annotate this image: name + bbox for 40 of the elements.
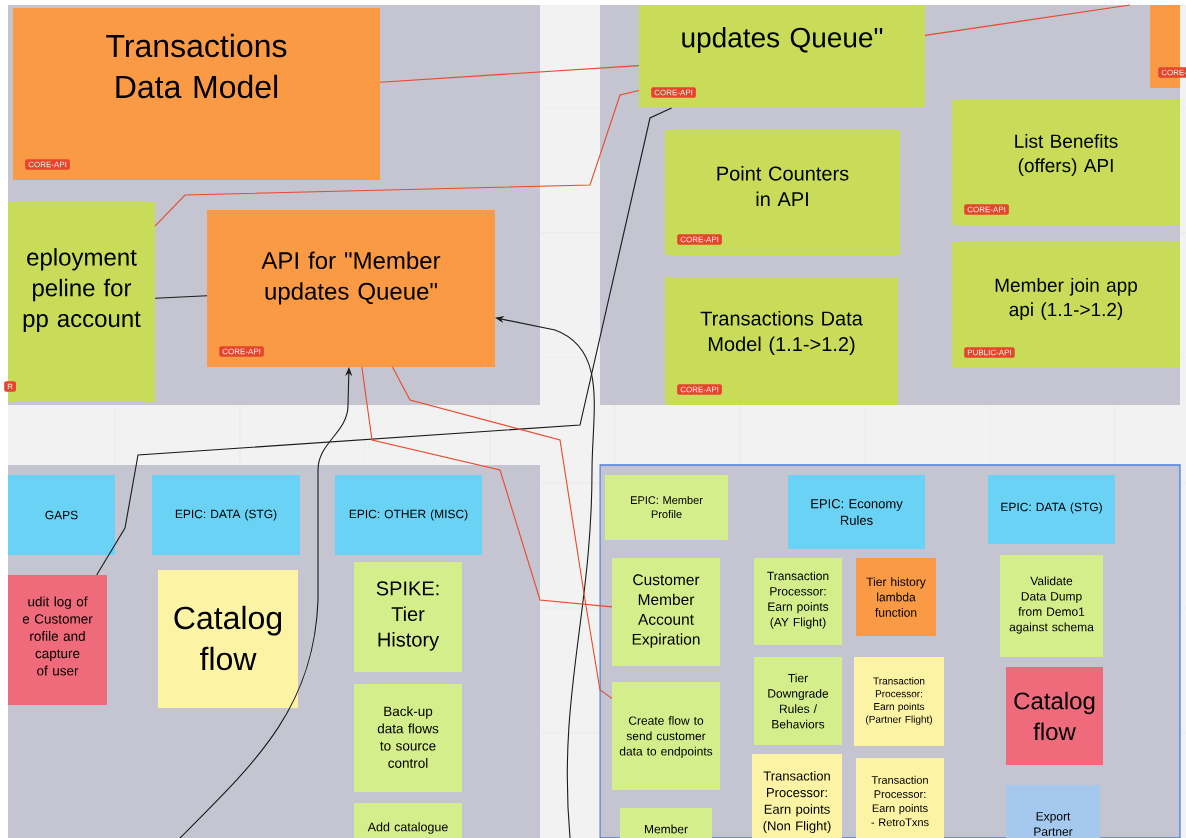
sticky-note: Transaction Processor: Earn points (Non Flight) bbox=[752, 754, 842, 838]
sticky-note: Validate Data Dump from Demo1 against schema bbox=[1000, 555, 1103, 657]
tag-badge: CORE-API bbox=[964, 204, 1009, 215]
tag-badge: PUBLIC-API bbox=[964, 347, 1015, 358]
sticky-note: Back-up data flows to source control bbox=[354, 684, 462, 792]
sticky-note: udit log of e Customer rofile and capture of user bbox=[8, 575, 107, 705]
sticky-note: Transaction Processor: Earn points (Partner Flight) bbox=[854, 657, 944, 746]
sticky-note: EPIC: Economy Rules bbox=[788, 475, 925, 549]
sticky-note: Member bbox=[620, 808, 712, 838]
tag-badge: CORE-API bbox=[677, 234, 722, 245]
tag-badge: CORE-API bbox=[651, 87, 696, 98]
connector-line bbox=[924, 4, 1131, 36]
sticky-note: Tier Downgrade Rules / Behaviors bbox=[754, 657, 842, 745]
tag-badge: CORE-API bbox=[219, 346, 264, 357]
tag-badge: R bbox=[4, 381, 16, 392]
connector-line bbox=[361, 366, 613, 608]
connector-line bbox=[379, 65, 640, 83]
sticky-note: EPIC: DATA (STG) bbox=[152, 475, 300, 555]
sticky-note: GAPS bbox=[8, 475, 115, 555]
tag-badge: CORE-API bbox=[25, 159, 70, 170]
sticky-note: Tier history lambda function bbox=[856, 558, 936, 636]
connector-line bbox=[96, 107, 673, 576]
sticky-note: Export Partner bbox=[1006, 785, 1100, 838]
tag-badge: CORE- bbox=[1158, 67, 1186, 78]
sticky-note: Transaction Processor: Earn points (AY Flight) bbox=[754, 558, 842, 645]
connector-line bbox=[154, 89, 640, 227]
sticky-note: Add catalogue bbox=[354, 803, 462, 838]
sticky-note: EPIC: DATA (STG) bbox=[988, 475, 1115, 544]
tag-badge: CORE-API bbox=[677, 384, 722, 395]
sticky-note: SPIKE: Tier History bbox=[354, 562, 462, 672]
sticky-note: Catalog flow bbox=[158, 570, 298, 708]
arrow bbox=[495, 316, 595, 838]
connector-line bbox=[391, 366, 613, 699]
sticky-note: Catalog flow bbox=[1006, 667, 1103, 765]
sticky-note: Create flow to send customer data to endpoints bbox=[612, 682, 720, 790]
sticky-note: EPIC: Member Profile bbox=[605, 475, 728, 540]
sticky-note: Transaction Processor: Earn points - RetroTxns bbox=[856, 758, 944, 838]
connector-line bbox=[154, 295, 208, 299]
sticky-note: Customer Member Account Expiration bbox=[612, 558, 720, 666]
sticky-note: EPIC: OTHER (MISC) bbox=[335, 475, 482, 555]
